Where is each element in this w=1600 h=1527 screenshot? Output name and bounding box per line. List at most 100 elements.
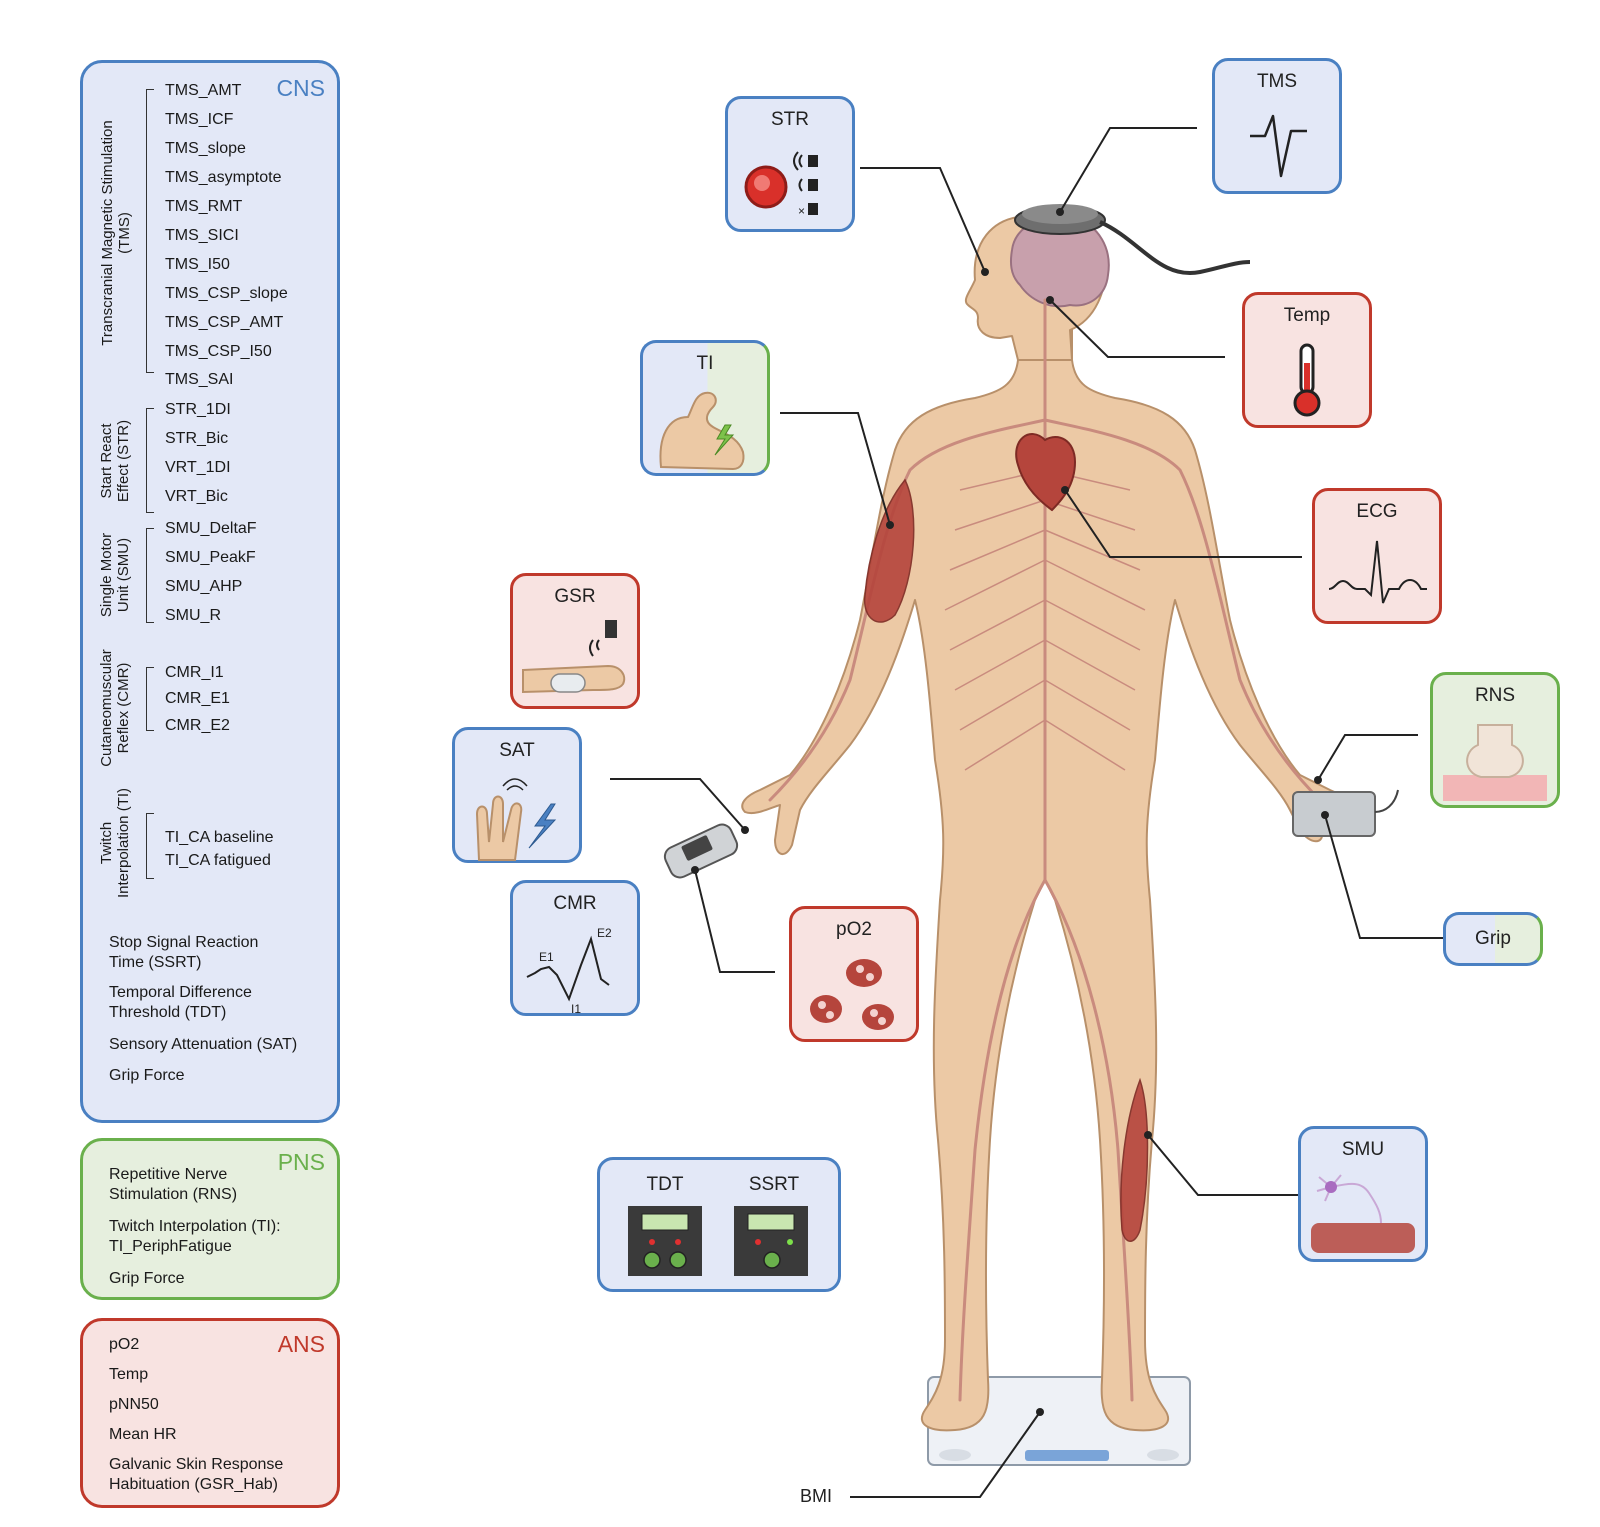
str-item: VRT_Bic bbox=[165, 488, 228, 505]
tdt-box-title: TDT bbox=[646, 1174, 684, 1195]
sat-item: Sensory Attenuation (SAT) bbox=[109, 1036, 298, 1053]
tms-item: TMS_CSP_AMT bbox=[165, 314, 284, 331]
smu-item: SMU_DeltaF bbox=[165, 520, 257, 537]
rns-item: Repetitive Nerve Stimulation (RNS) bbox=[109, 1166, 238, 1203]
motor-neuron-icon bbox=[1311, 1174, 1415, 1253]
grip-force-item: Grip Force bbox=[109, 1270, 185, 1287]
tms-item: TMS_slope bbox=[165, 140, 246, 157]
tms-box: TMS bbox=[1212, 58, 1342, 194]
cns-title: CNS bbox=[276, 75, 325, 101]
tdt-item: Temporal Difference Threshold (TDT) bbox=[109, 984, 252, 1021]
tdt-ssrt-box: TDT SSRT bbox=[597, 1157, 841, 1292]
ssrt-box-title: SSRT bbox=[748, 1174, 800, 1195]
smu-bracket bbox=[146, 528, 154, 623]
arm-muscle bbox=[863, 478, 915, 623]
cmr-i1-label: I1 bbox=[571, 1002, 581, 1016]
temp-item: Temp bbox=[109, 1366, 149, 1383]
po2-item: pO2 bbox=[109, 1336, 140, 1353]
thermometer-icon bbox=[1293, 343, 1321, 417]
cmr-waveform-icon: E1 E2 I1 bbox=[526, 926, 612, 1016]
cmr-item: CMR_E1 bbox=[165, 690, 230, 707]
bmi-label: BMI bbox=[800, 1486, 833, 1506]
temp-box-title: Temp bbox=[1283, 305, 1331, 326]
sat-box: SAT bbox=[452, 727, 582, 863]
tms-item: TMS_asymptote bbox=[165, 169, 282, 186]
ti-box: TI bbox=[640, 340, 770, 476]
grip-box: Grip bbox=[1443, 912, 1543, 966]
po2-box: pO2 bbox=[789, 906, 919, 1042]
finger-sensor-icon bbox=[522, 620, 626, 694]
cmr-item: CMR_I1 bbox=[165, 664, 224, 681]
gsr-box-title: GSR bbox=[554, 586, 596, 607]
flexed-arm-icon bbox=[659, 391, 745, 471]
str-item: VRT_1DI bbox=[165, 459, 231, 476]
ecg-box-title: ECG bbox=[1356, 501, 1398, 522]
ans-title: ANS bbox=[277, 1331, 325, 1357]
str-box-title: STR bbox=[771, 109, 809, 130]
heart bbox=[1015, 433, 1077, 512]
tms-item: TMS_CSP_I50 bbox=[165, 343, 272, 360]
nervous-system bbox=[768, 298, 1322, 1402]
svg-text:×: × bbox=[798, 204, 805, 218]
str-bracket bbox=[146, 408, 154, 513]
tms-item: TMS_ICF bbox=[165, 111, 234, 128]
gsr-hab-item: Galvanic Skin Response Habituation (GSR_… bbox=[109, 1456, 284, 1493]
tms-item: TMS_I50 bbox=[165, 256, 230, 273]
hand-touch-icon bbox=[475, 778, 557, 861]
tms-bracket bbox=[146, 89, 154, 373]
tms-item: TMS_RMT bbox=[165, 198, 243, 215]
cmr-box-title: CMR bbox=[553, 893, 597, 914]
ecg-box: ECG bbox=[1312, 488, 1442, 624]
ti-bracket bbox=[146, 813, 154, 879]
str-item: STR_Bic bbox=[165, 430, 229, 447]
button-speaker-icon: × bbox=[744, 151, 818, 218]
rns-box: RNS bbox=[1430, 672, 1560, 808]
ti-periph-item: Twitch Interpolation (TI): TI_PeriphFati… bbox=[109, 1218, 281, 1255]
ti-item: TI_CA fatigued bbox=[165, 852, 271, 869]
connector-lines bbox=[610, 127, 1443, 1498]
rns-box-title: RNS bbox=[1474, 685, 1516, 706]
grip-box-title: Grip bbox=[1475, 928, 1511, 949]
peripheral-nerves bbox=[944, 469, 1146, 771]
reaction-devices-icon bbox=[628, 1206, 808, 1276]
str-item: STR_1DI bbox=[165, 401, 231, 418]
mean-hr-item: Mean HR bbox=[109, 1426, 177, 1443]
smu-box-title: SMU bbox=[1341, 1139, 1385, 1160]
ti-box-title: TI bbox=[696, 353, 714, 374]
cmr-e1-label: E1 bbox=[539, 950, 554, 964]
cmr-e2-label: E2 bbox=[597, 926, 612, 940]
smu-item: SMU_AHP bbox=[165, 578, 243, 595]
cmr-item: CMR_E2 bbox=[165, 717, 230, 734]
tms-box-title: TMS bbox=[1256, 71, 1298, 92]
str-box: STR × bbox=[725, 96, 855, 232]
tms-item: TMS_AMT bbox=[165, 82, 242, 99]
red-blood-cells-icon bbox=[810, 959, 894, 1030]
cmr-bracket bbox=[146, 667, 154, 731]
smu-box: SMU bbox=[1298, 1126, 1428, 1262]
connector-dots bbox=[691, 208, 1329, 1416]
tms-coil bbox=[1014, 204, 1251, 276]
pns-panel: PNS Repetitive Nerve Stimulation (RNS) T… bbox=[80, 1138, 340, 1300]
sat-box-title: SAT bbox=[499, 740, 535, 761]
grip-force-item: Grip Force bbox=[109, 1067, 185, 1084]
temp-box: Temp bbox=[1242, 292, 1372, 428]
cns-panel: CNS Transcranial Magnetic Stimulation (T… bbox=[80, 60, 340, 1123]
ssrt-item: Stop Signal Reaction Time (SSRT) bbox=[109, 934, 259, 971]
smu-item: SMU_R bbox=[165, 607, 222, 624]
pnn50-item: pNN50 bbox=[109, 1396, 159, 1413]
tms-item: TMS_CSP_slope bbox=[165, 285, 288, 302]
tms-item: TMS_SAI bbox=[165, 371, 234, 388]
mep-waveform-icon bbox=[1250, 114, 1307, 178]
cmr-box: CMR E1 E2 I1 bbox=[510, 880, 640, 1016]
ti-item: TI_CA baseline bbox=[165, 829, 274, 846]
ecg-waveform-icon bbox=[1328, 540, 1427, 604]
smu-item: SMU_PeakF bbox=[165, 549, 256, 566]
gsr-box: GSR bbox=[510, 573, 640, 709]
ans-panel: ANS pO2 Temp pNN50 Mean HR Galvanic Skin… bbox=[80, 1318, 340, 1508]
grip-device bbox=[1292, 789, 1399, 837]
synapse-icon bbox=[1443, 724, 1547, 801]
po2-box-title: pO2 bbox=[836, 919, 872, 940]
pns-title: PNS bbox=[277, 1149, 325, 1175]
pulse-oximeter bbox=[663, 823, 739, 879]
